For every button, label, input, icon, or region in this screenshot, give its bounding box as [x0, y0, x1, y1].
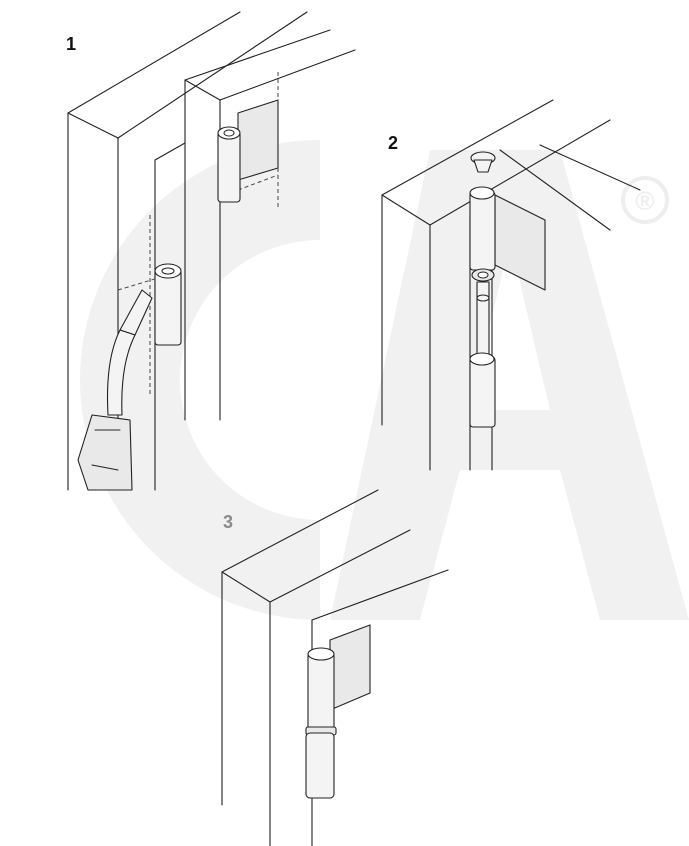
step1-welding-illustration — [67, 11, 356, 491]
step-2-label: 2 — [388, 133, 399, 153]
step2-pin-assembly — [381, 99, 641, 471]
step-1-label: 1 — [66, 34, 77, 54]
watermark-logo: ® — [80, 140, 689, 620]
registered-mark: ® — [635, 186, 654, 216]
step3-finished-hinge — [221, 489, 449, 846]
step-3-label: 3 — [223, 512, 234, 532]
